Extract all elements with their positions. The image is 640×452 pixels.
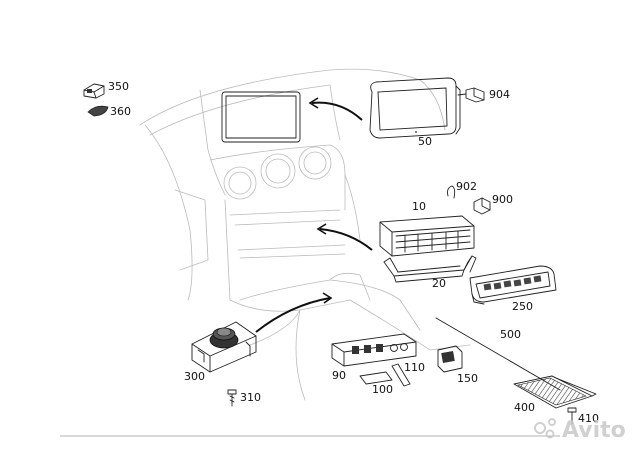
part-250-control-panel (469, 265, 557, 305)
label-360: 360 (110, 105, 131, 118)
arrowhead-control-unit (316, 223, 327, 235)
label-150: 150 (457, 372, 478, 385)
arrow-display (311, 101, 363, 121)
avito-watermark: Avito (534, 418, 626, 443)
arrowhead-controller (322, 292, 333, 304)
part-310-screw (227, 389, 237, 407)
part-90-switch-panel (331, 333, 417, 367)
arrowhead-display (308, 97, 319, 109)
label-900: 900 (492, 193, 513, 206)
watermark-text: Avito (562, 418, 626, 443)
part-902-cable (447, 185, 456, 199)
part-labels: 350 360 904 50 902 10 900 20 250 500 300… (108, 80, 599, 425)
label-300: 300 (184, 370, 205, 383)
part-100-plate (359, 371, 393, 385)
assembly-arrows (255, 97, 373, 333)
part-350-clip (83, 83, 105, 99)
dashboard-screen (221, 91, 301, 143)
arrow-control-unit (319, 228, 373, 251)
part-110-strip (391, 363, 411, 387)
label-410: 410 (578, 412, 599, 425)
label-902: 902 (456, 180, 477, 193)
part-360-cover (87, 105, 109, 117)
label-20: 20 (432, 277, 446, 290)
part-20-bracket (383, 255, 477, 283)
part-10-control-unit (379, 215, 475, 257)
label-310: 310 (240, 391, 261, 404)
label-904: 904 (489, 88, 510, 101)
arrow-controller (255, 297, 331, 333)
part-904-connector (457, 87, 485, 103)
label-350: 350 (108, 80, 129, 93)
label-10: 10 (412, 200, 426, 213)
label-50: 50 (418, 135, 432, 148)
part-50-display (369, 77, 461, 139)
dashboard-outline (139, 68, 471, 401)
part-410-screw (567, 407, 577, 425)
leader-line-500 (435, 317, 561, 391)
part-400-mat (513, 375, 597, 409)
label-100: 100 (372, 383, 393, 396)
dashboard-vents (223, 146, 332, 200)
label-90: 90 (332, 369, 346, 382)
part-300-controller (191, 321, 257, 373)
label-110: 110 (404, 361, 425, 374)
label-250: 250 (512, 300, 533, 313)
label-400: 400 (514, 401, 535, 414)
label-500: 500 (500, 328, 521, 341)
part-900-connector (473, 197, 491, 215)
part-150-socket (437, 345, 463, 373)
